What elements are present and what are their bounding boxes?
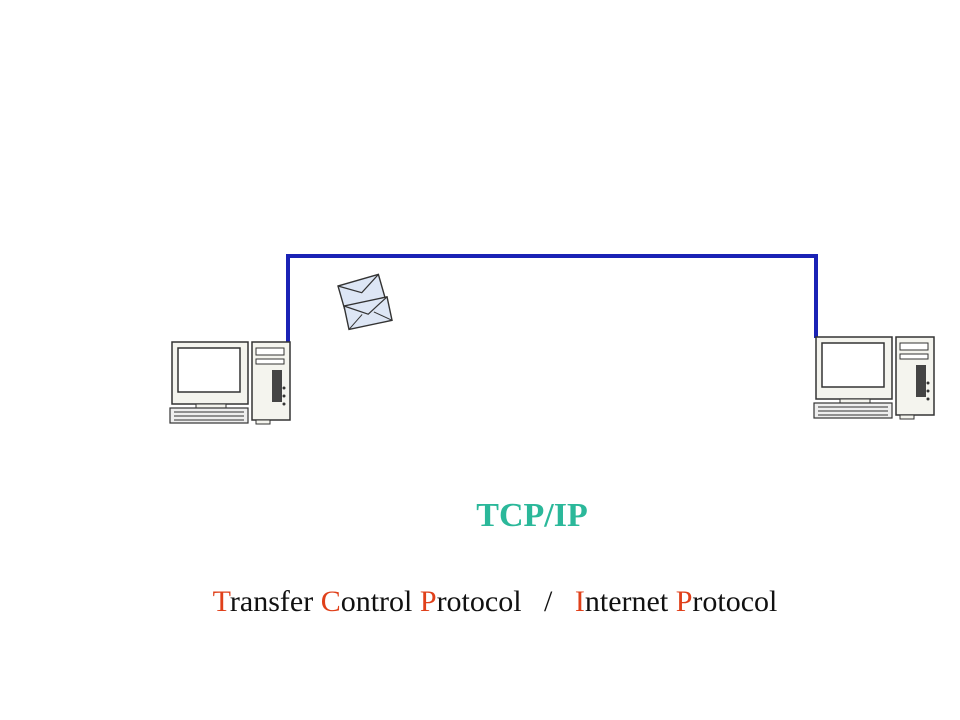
network-link [286,254,818,345]
word-protocol-2: Protocol [675,585,778,618]
right-computer-icon [813,336,935,420]
word-control: Control [320,585,413,618]
diagram-title: TCP/IP [476,497,588,534]
word-protocol-1: Protocol [419,585,522,618]
word-internet: Internet [574,585,669,618]
word-transfer: Transfer [212,585,314,618]
envelopes-icon [337,273,393,331]
acronym-expansion: Transfer Control Protocol / Internet Pro… [0,585,960,619]
separator: / [544,585,553,618]
left-computer-icon [169,341,291,425]
